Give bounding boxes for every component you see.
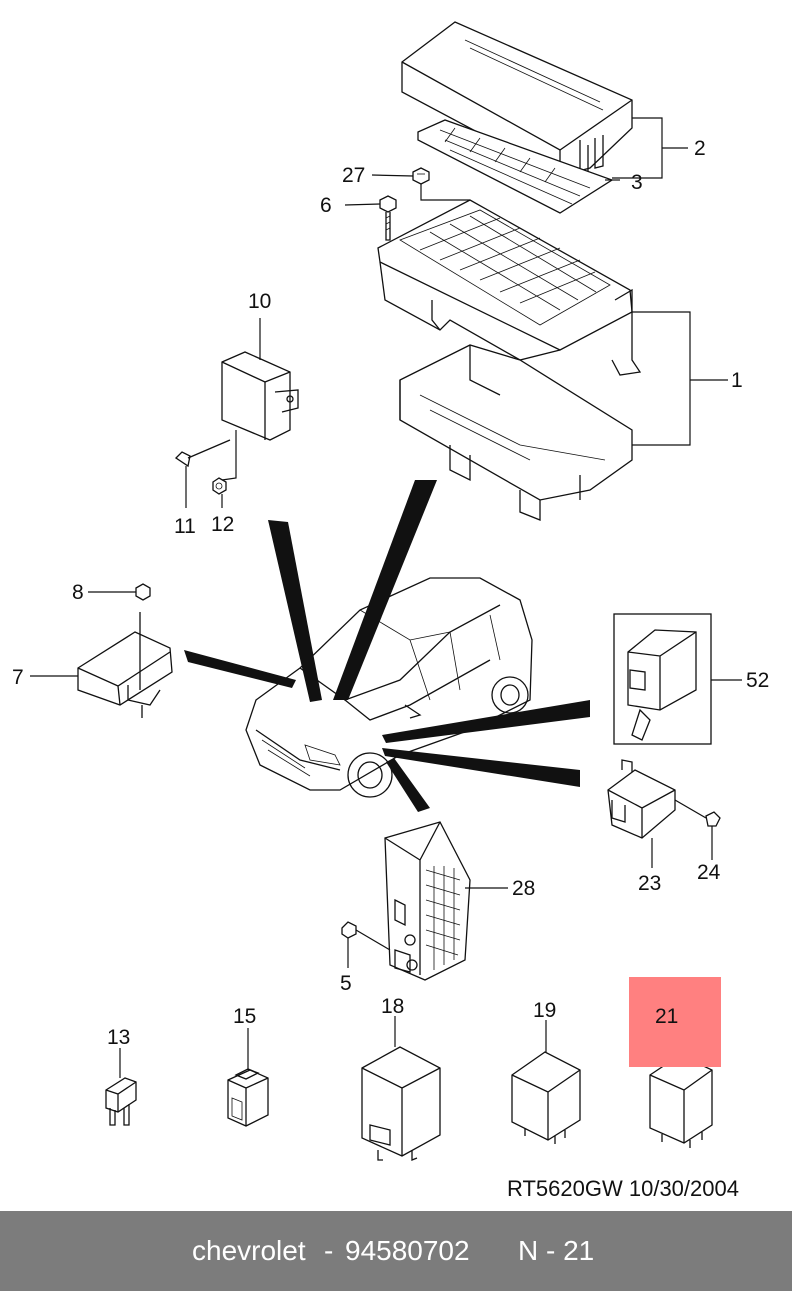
nut-5 — [341, 921, 357, 939]
label-part-6: 6 — [320, 194, 332, 217]
fuse-box-cover — [401, 21, 633, 177]
cartridge-fuse-15 — [227, 1068, 269, 1127]
mini-fuse-13 — [105, 1077, 137, 1126]
relay-19 — [511, 1051, 581, 1144]
label-part-13: 13 — [107, 1026, 131, 1049]
highlight-part-21 — [629, 977, 721, 1067]
relay-box-52 — [613, 613, 712, 745]
label-part-1: 1 — [731, 369, 743, 392]
label-part-24: 24 — [697, 861, 721, 884]
fuse-label-plate — [417, 119, 614, 214]
footer-brand: chevrolet — [192, 1235, 306, 1266]
label-part-27: 27 — [342, 164, 366, 187]
diagram-reference-code: RT5620GW 10/30/2004 — [507, 1176, 739, 1201]
label-part-12: 12 — [211, 513, 235, 536]
label-part-52: 52 — [746, 669, 770, 692]
label-part-7: 7 — [12, 666, 24, 689]
label-part-10: 10 — [248, 290, 272, 313]
footer-bar: chevrolet - 94580702 N - 21 — [0, 1211, 792, 1291]
label-part-15: 15 — [233, 1005, 257, 1028]
bolt-6 — [379, 195, 397, 241]
fuse-relay-block — [377, 199, 642, 521]
leader-lines — [30, 117, 742, 1078]
nut-27 — [412, 167, 430, 185]
label-part-2: 2 — [694, 137, 706, 160]
label-part-5: 5 — [340, 972, 352, 995]
label-part-23: 23 — [638, 872, 662, 895]
label-part-8: 8 — [72, 581, 84, 604]
footer-separator: - — [324, 1235, 334, 1266]
footer-part-number: 94580702 — [345, 1235, 470, 1266]
nut-12 — [212, 477, 227, 495]
footer-position: N - 21 — [518, 1235, 595, 1266]
screw-24 — [674, 799, 721, 827]
connector-block-28 — [384, 821, 471, 981]
location-bands — [184, 480, 590, 812]
relay-23 — [607, 759, 676, 839]
label-part-28: 28 — [512, 877, 536, 900]
label-part-21: 21 — [655, 1005, 679, 1028]
module-10 — [221, 351, 299, 441]
label-part-19: 19 — [533, 999, 557, 1022]
relay-21 — [649, 1054, 713, 1148]
screw-11 — [174, 439, 231, 468]
label-part-11: 11 — [174, 515, 196, 538]
exploded-parts-diagram — [30, 21, 742, 1161]
label-part-3: 3 — [631, 171, 643, 194]
label-part-18: 18 — [381, 995, 405, 1018]
vehicle — [245, 577, 533, 798]
module-7 — [77, 612, 173, 718]
relay-18 — [361, 1046, 441, 1161]
bolt-8 — [135, 583, 151, 601]
